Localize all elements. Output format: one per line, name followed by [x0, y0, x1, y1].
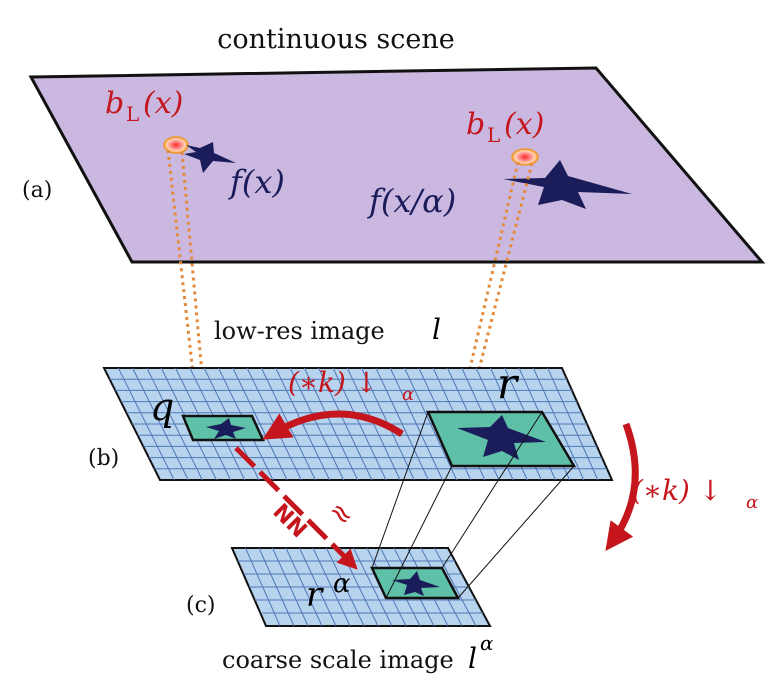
blur-kernel-right	[511, 148, 539, 166]
b-left-argument: (x)	[143, 86, 183, 121]
nn-arrow	[234, 446, 358, 570]
continuous-scene-plane	[28, 66, 766, 264]
panel-c-label: (c)	[186, 593, 216, 618]
patch-r-star-icon	[457, 415, 546, 460]
r-alpha-superscript: α	[333, 569, 351, 599]
b-left-subscript: L	[126, 102, 139, 126]
b-right-argument: (x)	[504, 107, 544, 142]
low-res-title-text: low-res image	[214, 317, 385, 345]
op-mid-subscript: α	[402, 384, 414, 405]
coarse-title-sup: α	[480, 631, 494, 655]
star-large-icon	[503, 160, 632, 209]
coarse-title-var: l	[468, 642, 477, 675]
patch-q-star-icon	[206, 418, 246, 439]
f-x-label: f(x)	[228, 163, 285, 201]
f-x-alpha-label: f(x/α)	[367, 182, 456, 220]
q-label: q	[150, 385, 174, 429]
panel-a-label: (a)	[22, 178, 52, 203]
op-mid-label: (∗k) ↓ α	[288, 366, 414, 405]
r-alpha-label: r	[306, 575, 324, 615]
op-right-subscript: α	[746, 492, 758, 513]
coarse-title-text: coarse scale image	[222, 646, 454, 674]
b-right-symbol: b	[466, 107, 485, 142]
b-right-label: b L (x)	[466, 107, 544, 147]
op-right-label: (∗k) ↓ α	[632, 474, 758, 513]
downsample-arrow-mid	[262, 410, 404, 440]
b-left-symbol: b	[105, 86, 124, 121]
continuous-scene-title: continuous scene	[217, 24, 454, 55]
b-right-subscript: L	[487, 123, 500, 147]
patch-r-alpha-star-icon	[392, 571, 440, 596]
blur-kernel-left	[163, 136, 189, 154]
op-mid-text: (∗k) ↓	[288, 366, 378, 399]
r-label: r	[497, 359, 520, 408]
coarse-title: coarse scale image l α	[222, 631, 494, 675]
b-left-label: b L (x)	[105, 86, 183, 126]
approx-symbol: ≈	[322, 494, 362, 534]
correspondence-lines	[371, 411, 575, 599]
low-res-title-var: l	[432, 313, 441, 346]
nn-label: NN	[268, 499, 312, 543]
panel-b-label: (b)	[88, 446, 119, 471]
op-right-text: (∗k) ↓	[632, 474, 722, 507]
downsample-arrow-right	[605, 422, 639, 552]
low-res-title: low-res image l	[214, 313, 441, 346]
star-small-icon	[184, 142, 236, 173]
